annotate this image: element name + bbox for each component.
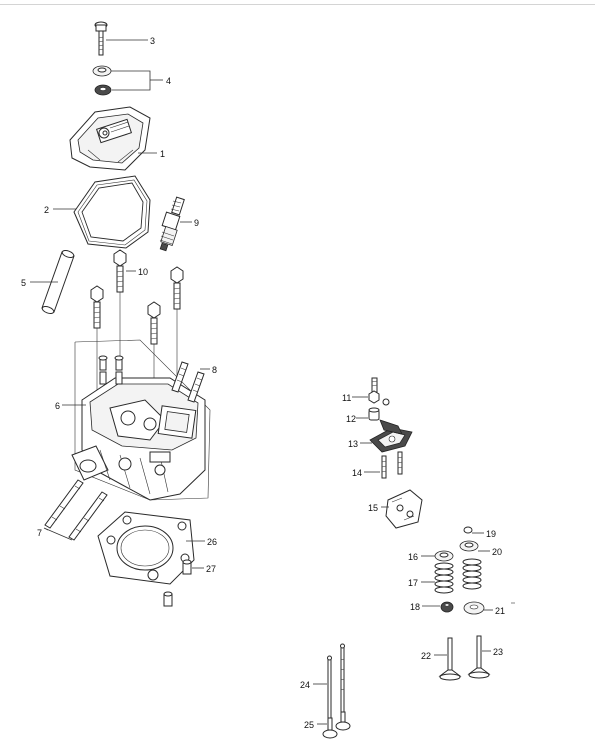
part-16-spring-retainer[interactable] (434, 550, 454, 562)
part-17-valve-springs[interactable] (434, 558, 482, 594)
part-15-guide-plate[interactable] (385, 489, 423, 529)
callout-17: 17 (408, 578, 418, 588)
callout-13: 13 (348, 439, 358, 449)
part-10-head-bolts[interactable] (90, 249, 184, 345)
callout-26: 26 (207, 537, 217, 547)
callout-9: 9 (194, 218, 199, 228)
top-divider (0, 0, 595, 5)
callout-6: 6 (55, 401, 60, 411)
callout-18: 18 (410, 602, 420, 612)
part-9-spark-plug[interactable] (159, 196, 185, 252)
part-2-cover-gasket[interactable] (73, 175, 151, 249)
callout-5: 5 (21, 278, 26, 288)
part-3-bolt[interactable] (94, 21, 108, 56)
callout-10: 10 (138, 267, 148, 277)
callout-24: 24 (300, 680, 310, 690)
part-13-rocker-arm[interactable] (369, 419, 413, 453)
callout-25: 25 (304, 720, 314, 730)
callout-14: 14 (352, 468, 362, 478)
part-18-valve-seal[interactable] (440, 601, 454, 613)
part-26-head-gasket[interactable] (97, 511, 195, 585)
part-1-valve-cover[interactable] (69, 106, 151, 171)
callout-22: 22 (421, 651, 431, 661)
callout-8: 8 (212, 365, 217, 375)
part-25-tappets[interactable] (322, 711, 351, 739)
part-7-long-studs[interactable] (44, 479, 108, 541)
callout-7: 7 (37, 528, 42, 538)
part-8-studs[interactable] (171, 361, 205, 403)
part-20-spring-retainer[interactable] (459, 540, 479, 552)
part-23-exhaust-valve[interactable] (467, 635, 491, 679)
part-6-cylinder-head[interactable] (71, 339, 211, 501)
callout-15: 15 (368, 503, 378, 513)
callout-11: 11 (342, 393, 351, 403)
part-22-intake-valve[interactable] (438, 637, 462, 681)
part-4-washers[interactable] (92, 65, 112, 96)
leader-7 (43, 527, 73, 541)
callout-20: 20 (492, 547, 502, 557)
callout-21: 21 (495, 606, 505, 616)
callout-19: 19 (486, 529, 496, 539)
part-12-pivot[interactable] (368, 398, 390, 421)
leader-4 (111, 70, 151, 91)
part-21-spring-seat[interactable] (463, 601, 485, 615)
part-24-push-rods[interactable] (327, 643, 345, 719)
callout-23: 23 (493, 647, 503, 657)
callout-16: 16 (408, 552, 418, 562)
callout-27: 27 (206, 564, 216, 574)
part-27-dowels[interactable] (163, 559, 192, 607)
callout-2: 2 (44, 205, 49, 215)
part-11-rocker-nut[interactable] (368, 377, 380, 404)
part-14-push-rod-guides[interactable] (381, 451, 403, 479)
callout-4: 4 (166, 76, 171, 86)
callout-12: 12 (346, 414, 356, 424)
callout-3: 3 (150, 36, 155, 46)
part-19-cotter[interactable] (463, 526, 473, 534)
callout-1: 1 (160, 149, 165, 159)
